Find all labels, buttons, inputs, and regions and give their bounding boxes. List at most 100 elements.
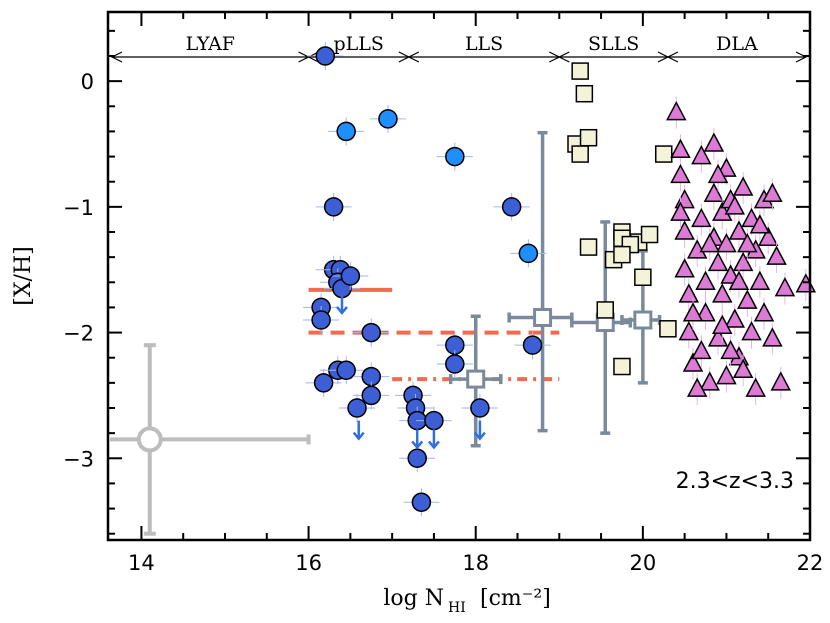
dla-point (699, 232, 720, 253)
dla-point (753, 302, 775, 322)
plls_lls_dark-point (315, 46, 336, 66)
dla-point (737, 289, 758, 309)
dla-point (691, 339, 712, 360)
upper-limit-arrowhead (427, 440, 440, 450)
dla-point (720, 339, 741, 360)
plls_lls_dark-point (340, 266, 361, 286)
dla-point (678, 283, 700, 303)
slls-point (655, 145, 673, 163)
dla-point (695, 270, 716, 291)
dla-point (741, 320, 762, 341)
x-tick-label: 18 (462, 551, 489, 575)
slls-point (640, 225, 659, 244)
slls-point (596, 301, 614, 319)
dla-point (712, 283, 733, 303)
dla-point (678, 320, 700, 341)
dla-point (670, 201, 691, 221)
y-tick-label: 0 (81, 70, 94, 94)
dla-point (737, 232, 758, 253)
dla-point (691, 207, 712, 228)
plls_lls_dark-point (361, 322, 381, 343)
plls_lls_dark-point (347, 398, 367, 418)
slls-point (571, 145, 589, 163)
slls-point (634, 268, 652, 287)
region-label: SLLS (588, 33, 639, 55)
plls_lls_dark-point (470, 398, 490, 418)
plls_lls_light-point (336, 121, 356, 142)
dla-point (674, 258, 695, 278)
region-label: LYAF (186, 33, 235, 55)
dla-point (670, 163, 691, 184)
region-arrow-left (307, 51, 319, 63)
dla-point (762, 182, 783, 203)
redshift-annotation: 2.3<z<3.3 (676, 469, 794, 494)
dla-point (707, 163, 729, 184)
region-arrow-left (557, 51, 570, 63)
dla-point (728, 270, 750, 291)
dla-point (724, 195, 746, 215)
slls-point (659, 320, 677, 338)
lyaf-marker (136, 426, 163, 453)
plls_lls_dark-point (311, 310, 331, 330)
plot-frame (106, 10, 812, 542)
dla-point (766, 245, 787, 265)
median-marker (466, 369, 486, 389)
dla-point (682, 302, 704, 322)
dla-point (686, 377, 708, 397)
dla-point (724, 308, 746, 328)
dla-point (716, 364, 737, 385)
plls_lls_light-point (445, 146, 465, 167)
slls-point (613, 357, 631, 376)
plls_lls_dark-point (445, 354, 465, 374)
y-tick-label: −3 (63, 447, 94, 471)
plls_lls_dark-point (361, 385, 381, 406)
region-arrow-left (407, 51, 420, 63)
upper-limit-arrowhead (473, 431, 486, 441)
plls_lls_light-point (518, 243, 539, 264)
upper-limit-arrowhead (352, 431, 365, 441)
lyaf-point-layer (110, 343, 311, 536)
plls_lls_dark-point (522, 335, 543, 355)
y-axis-label: [X/H] (11, 246, 36, 305)
slls-point (571, 62, 589, 80)
x-tick-label: 22 (797, 551, 824, 575)
x-axis-label-unit: [cm⁻²] (480, 586, 551, 611)
dla-point (670, 138, 691, 159)
dla-point (795, 273, 817, 293)
dla-point (712, 314, 733, 335)
plls_lls_dark-point (501, 197, 522, 217)
dla-point (699, 371, 720, 391)
x-tick-label: 20 (629, 551, 656, 575)
region-label: LLS (465, 33, 503, 55)
dla-point (757, 226, 779, 247)
dla-point (749, 270, 771, 291)
dla-point (745, 377, 766, 397)
plls_lls_dark-point (411, 492, 432, 513)
plls_lls_light-point (378, 109, 398, 129)
upper-limit-arrowhead (336, 306, 348, 315)
x-axis-label: log N HI [cm⁻²] (383, 586, 550, 616)
y-tick-label: −1 (63, 196, 94, 220)
dla-point (762, 327, 783, 347)
plls_lls_dark-point (407, 448, 427, 469)
plls_lls_dark-point (323, 197, 344, 217)
dla-point (703, 182, 725, 203)
upper-limit-arrowhead (411, 440, 424, 450)
dla-point (716, 232, 737, 253)
dla-point (682, 352, 704, 372)
dla-point (749, 214, 771, 234)
slls-point (579, 128, 598, 147)
dla-point (732, 251, 754, 272)
dla-point (695, 302, 716, 322)
x-tick-label: 14 (128, 551, 155, 575)
dla-point (732, 176, 754, 196)
dla-point (703, 132, 725, 152)
x-tick-label: 16 (295, 551, 322, 575)
dla-point (674, 188, 695, 209)
dla-point (691, 144, 712, 165)
dla-point (666, 100, 687, 121)
data-markers (303, 42, 817, 517)
median-marker (633, 310, 653, 330)
dla-point (774, 276, 796, 297)
